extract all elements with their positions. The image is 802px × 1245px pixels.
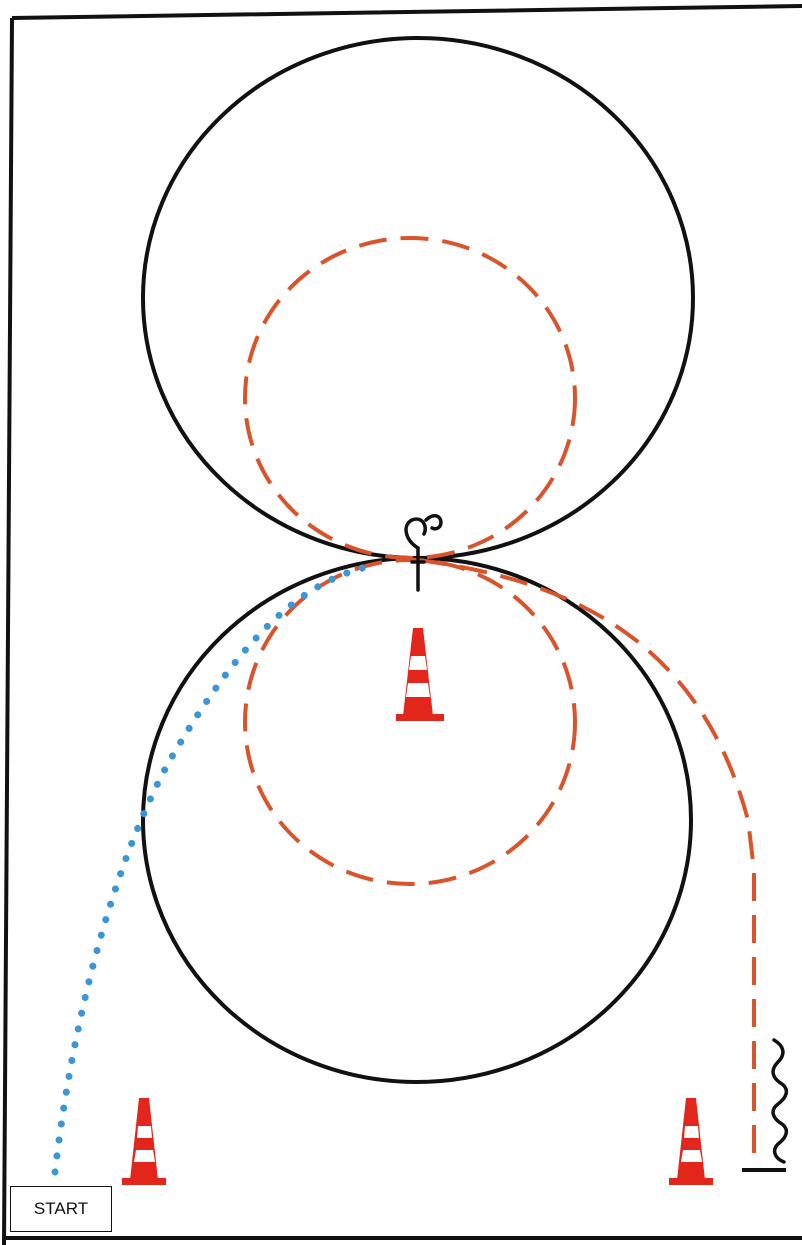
- center-cone: [396, 628, 444, 721]
- squiggle-mark: [771, 1038, 789, 1164]
- rider-icon: [404, 514, 443, 592]
- arena-border: [2, 4, 802, 1245]
- approach-dotted-path: [51, 561, 379, 1176]
- left-bottom-cone: [122, 1098, 166, 1185]
- right-bottom-cone: [669, 1098, 713, 1185]
- start-label: START: [10, 1186, 112, 1232]
- exit-dashed-track: [417, 558, 756, 1165]
- upper-small-dashed-circle: [243, 236, 577, 560]
- upper-large-circle: [141, 36, 695, 560]
- lower-small-dashed-circle: [243, 558, 577, 886]
